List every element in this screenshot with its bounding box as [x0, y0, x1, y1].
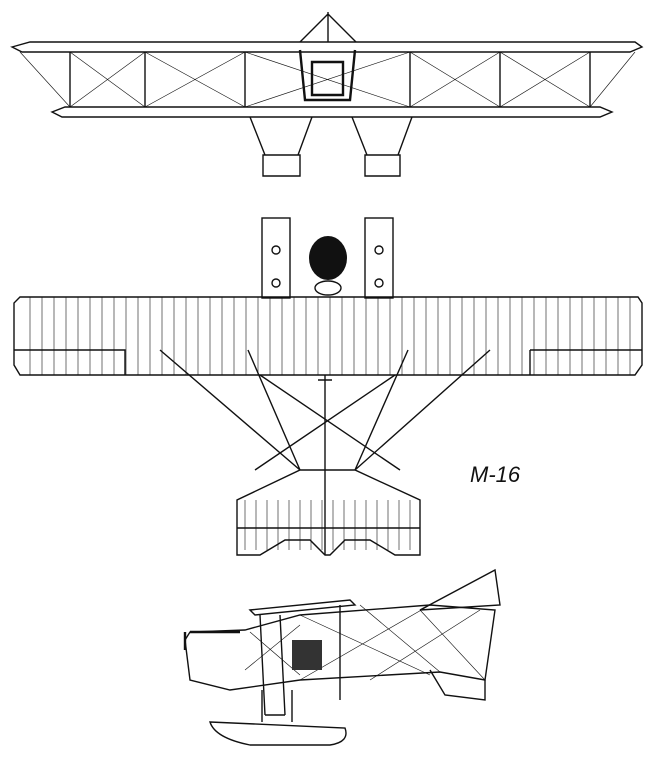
top-aileron-right — [529, 349, 642, 375]
top-engine-ring — [314, 280, 342, 296]
side-upper-wing — [248, 599, 357, 616]
front-view — [10, 12, 644, 177]
top-float-hole — [374, 245, 384, 255]
bracing-wire — [69, 51, 146, 108]
front-mast — [299, 12, 357, 43]
bracing-wire — [244, 51, 411, 108]
top-aileron-left — [14, 349, 126, 375]
top-view — [13, 217, 643, 556]
bracing-wire — [409, 51, 501, 108]
bracing-wire — [144, 51, 246, 108]
top-float-hole — [271, 278, 281, 288]
top-fuselage-spine — [318, 375, 332, 555]
side-fin — [419, 568, 501, 701]
top-tail-ribs — [244, 500, 411, 550]
top-float-right — [364, 217, 394, 299]
side-view — [183, 568, 501, 746]
side-fuselage — [184, 604, 496, 691]
top-engine — [309, 236, 347, 280]
front-interplane-struts — [19, 51, 636, 108]
top-tail-booms — [159, 349, 491, 471]
bracing-wire — [19, 51, 71, 108]
aircraft-model-label: M-16 — [470, 462, 521, 487]
front-float-right — [351, 116, 413, 177]
side-float — [209, 721, 347, 746]
top-float-left — [261, 217, 291, 299]
side-struts — [259, 605, 341, 716]
front-float-left — [249, 116, 313, 177]
top-tailplane — [236, 469, 421, 556]
side-bracing — [244, 604, 486, 681]
top-wing-outline — [13, 296, 643, 376]
side-engine — [292, 640, 322, 670]
bracing-wire — [589, 51, 636, 108]
side-float-struts — [261, 690, 293, 722]
side-cockpit — [183, 630, 240, 650]
top-float-hole — [374, 278, 384, 288]
top-wing-ribs — [29, 297, 631, 375]
front-nacelle — [298, 49, 357, 102]
bracing-wire — [499, 51, 591, 108]
front-lower-wing — [50, 106, 614, 118]
top-float-hole — [271, 245, 281, 255]
front-upper-wing — [10, 41, 644, 53]
